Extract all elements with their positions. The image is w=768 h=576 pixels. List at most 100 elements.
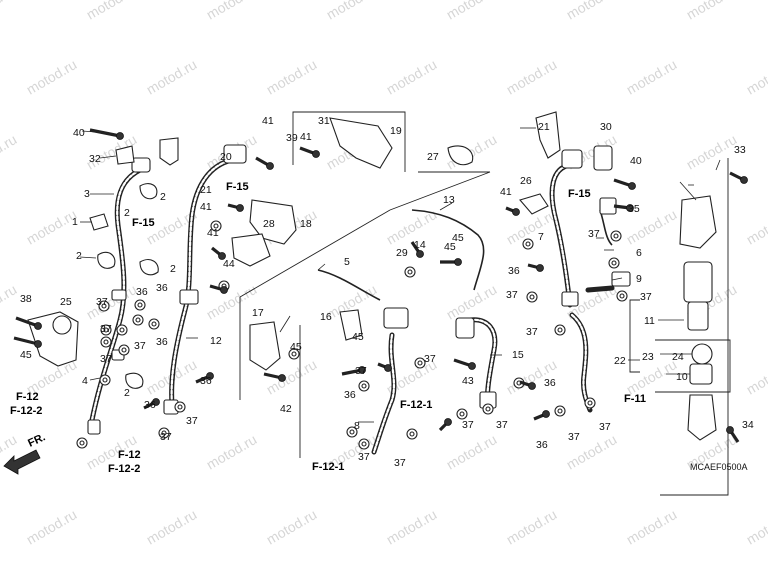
part-number-label: 31 [318,115,330,127]
part-number-label: 40 [630,155,642,167]
part-number-label: 10 [676,371,688,383]
reference-label: F-12-2 [10,405,42,417]
part-number-label: 27 [427,151,439,163]
part-number-label: 12 [210,335,222,347]
washer-hole-icon [177,404,183,410]
part-number-label: 32 [89,153,101,165]
bolt-head-icon [34,340,42,348]
part-number-label: 6 [636,247,642,259]
washer-hole-icon [119,327,125,333]
components [27,111,717,441]
washer-hole-icon [619,293,625,299]
bolt-icon [89,128,121,138]
diagram-code: MCAEF0500A [690,462,748,472]
part-number-label: 18 [300,218,312,230]
bolt-icon [13,336,39,346]
bolt-head-icon [220,286,228,294]
part-number-label: 45 [452,232,464,244]
bolt-head-icon [358,366,366,374]
washer-hole-icon [103,327,109,333]
part-number-label: 36 [508,265,520,277]
part-number-label: 2 [124,387,130,399]
bolt-head-icon [740,176,748,184]
part-number-label: 37 [526,326,538,338]
part-number-label: 42 [280,403,292,415]
watermark-text: motod.ru [504,506,560,547]
part-number-label: 37 [100,323,112,335]
part-number-label: 3 [84,188,90,200]
bolt-icon [15,316,39,328]
reference-label: F-12 [16,391,39,403]
part-number-label: 19 [390,125,402,137]
part-number-label: 37 [160,431,172,443]
part-number-label: 2 [124,207,130,219]
bolt-head-icon [628,182,636,190]
watermark-text: motod.ru [264,506,320,547]
part-number-label: 16 [320,311,332,323]
part-number-label: 37 [640,291,652,303]
watermark-text: motod.ru [204,0,260,23]
watermark-text: motod.ru [84,281,140,322]
part-number-label: 2 [160,191,166,203]
washer-hole-icon [417,360,423,366]
reference-label: F-12-1 [312,461,344,473]
watermark-text: motod.ru [0,0,19,23]
part-number-label: 25 [60,296,72,308]
bolt-head-icon [726,426,734,434]
watermark-text: motod.ru [84,0,140,23]
part-number-label: 43 [462,375,474,387]
bolt-head-icon [236,204,244,212]
washer-hole-icon [291,351,297,357]
reference-label: F-15 [226,181,249,193]
washer-hole-icon [613,233,619,239]
part-number-label: 13 [443,194,455,206]
washer-hole-icon [587,400,593,406]
part-number-label: 36 [156,336,168,348]
washer-hole-icon [361,383,367,389]
watermark-text: motod.ru [744,356,768,397]
part-number-label: 45 [20,349,32,361]
part-number-label: 21 [200,184,212,196]
bolt-head-icon [34,322,42,330]
washer-hole-icon [485,406,491,412]
part-number-label: 41 [207,227,219,239]
part-number-label: 22 [614,355,626,367]
washer-hole-icon [557,408,563,414]
part-number-label: 14 [414,239,426,251]
bolt-head-icon [444,418,452,426]
part-number-label: 2 [170,263,176,275]
part-number-label: 8 [354,420,360,432]
part-number-label: 37 [96,296,108,308]
part-number-label: 36 [200,375,212,387]
bolt-head-icon [384,364,392,372]
reference-label: F-11 [624,393,646,405]
part-number-label: 30 [600,121,612,133]
watermark-text: motod.ru [564,0,620,23]
bolt-head-icon [536,264,544,272]
part-number-label: 41 [500,186,512,198]
part-number-label: 36 [136,286,148,298]
part-number-label: 45 [290,341,302,353]
watermark-text: motod.ru [384,506,440,547]
washer-hole-icon [525,241,531,247]
part-number-label: 37 [134,340,146,352]
part-number-label: 15 [512,349,524,361]
watermark-text: motod.ru [444,431,500,472]
watermark-text: motod.ru [24,506,80,547]
part-number-label: 33 [734,144,746,156]
part-number-label: 37 [186,415,198,427]
reference-label: F-15 [132,217,155,229]
part-number-label: 2 [76,250,82,262]
watermark-text: motod.ru [744,506,768,547]
part-number-label: 23 [642,351,654,363]
part-number-label: 44 [223,258,235,270]
watermark-text: motod.ru [684,0,740,23]
part-number-label: 17 [252,307,264,319]
leader-lines [79,127,721,423]
part-number-label: 39 [286,132,298,144]
part-number-label: 24 [672,351,684,363]
part-number-label: 9 [636,273,642,285]
watermark-text: motod.ru [444,0,500,23]
